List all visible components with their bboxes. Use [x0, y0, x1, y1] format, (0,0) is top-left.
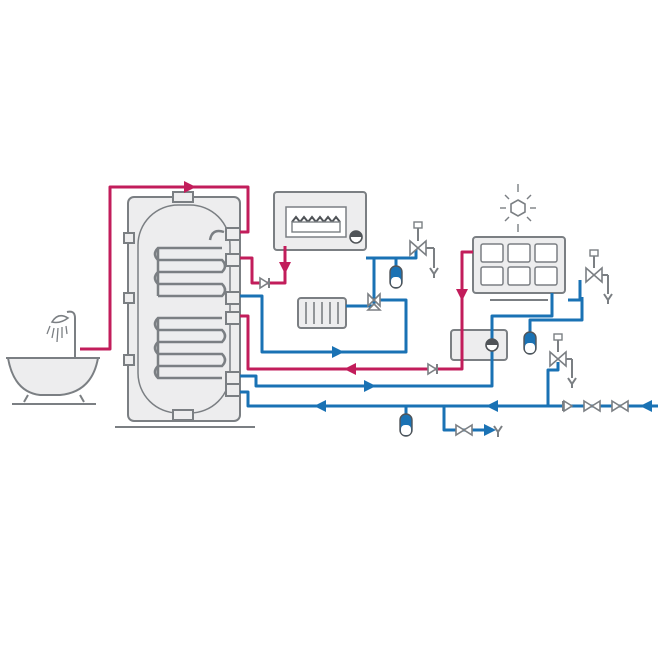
shower-water-icon — [46, 325, 68, 343]
expansion-vessels — [389, 265, 537, 437]
bathtub-with-shower — [6, 310, 100, 405]
drain-funnel-icon — [493, 425, 503, 437]
shower-head-icon — [50, 314, 70, 324]
boiler — [273, 191, 367, 251]
safety-valve-icon — [549, 333, 577, 388]
hot-water-lines — [80, 181, 473, 375]
valves — [259, 276, 629, 437]
lower-heating-coil — [153, 316, 227, 380]
solar-pump-icon — [485, 338, 499, 352]
safety-valves — [409, 221, 613, 437]
solar-panel — [472, 236, 566, 301]
tank-connections — [225, 227, 241, 397]
radiator — [297, 297, 347, 329]
cold-water-lines — [240, 248, 658, 436]
safety-valve-icon — [409, 221, 439, 278]
sun-icon — [500, 184, 536, 232]
boiler-pump-icon — [349, 230, 363, 244]
safety-valve-icon — [585, 249, 613, 304]
upper-heating-coil — [153, 246, 227, 298]
tank-inner-pipe — [208, 229, 225, 241]
